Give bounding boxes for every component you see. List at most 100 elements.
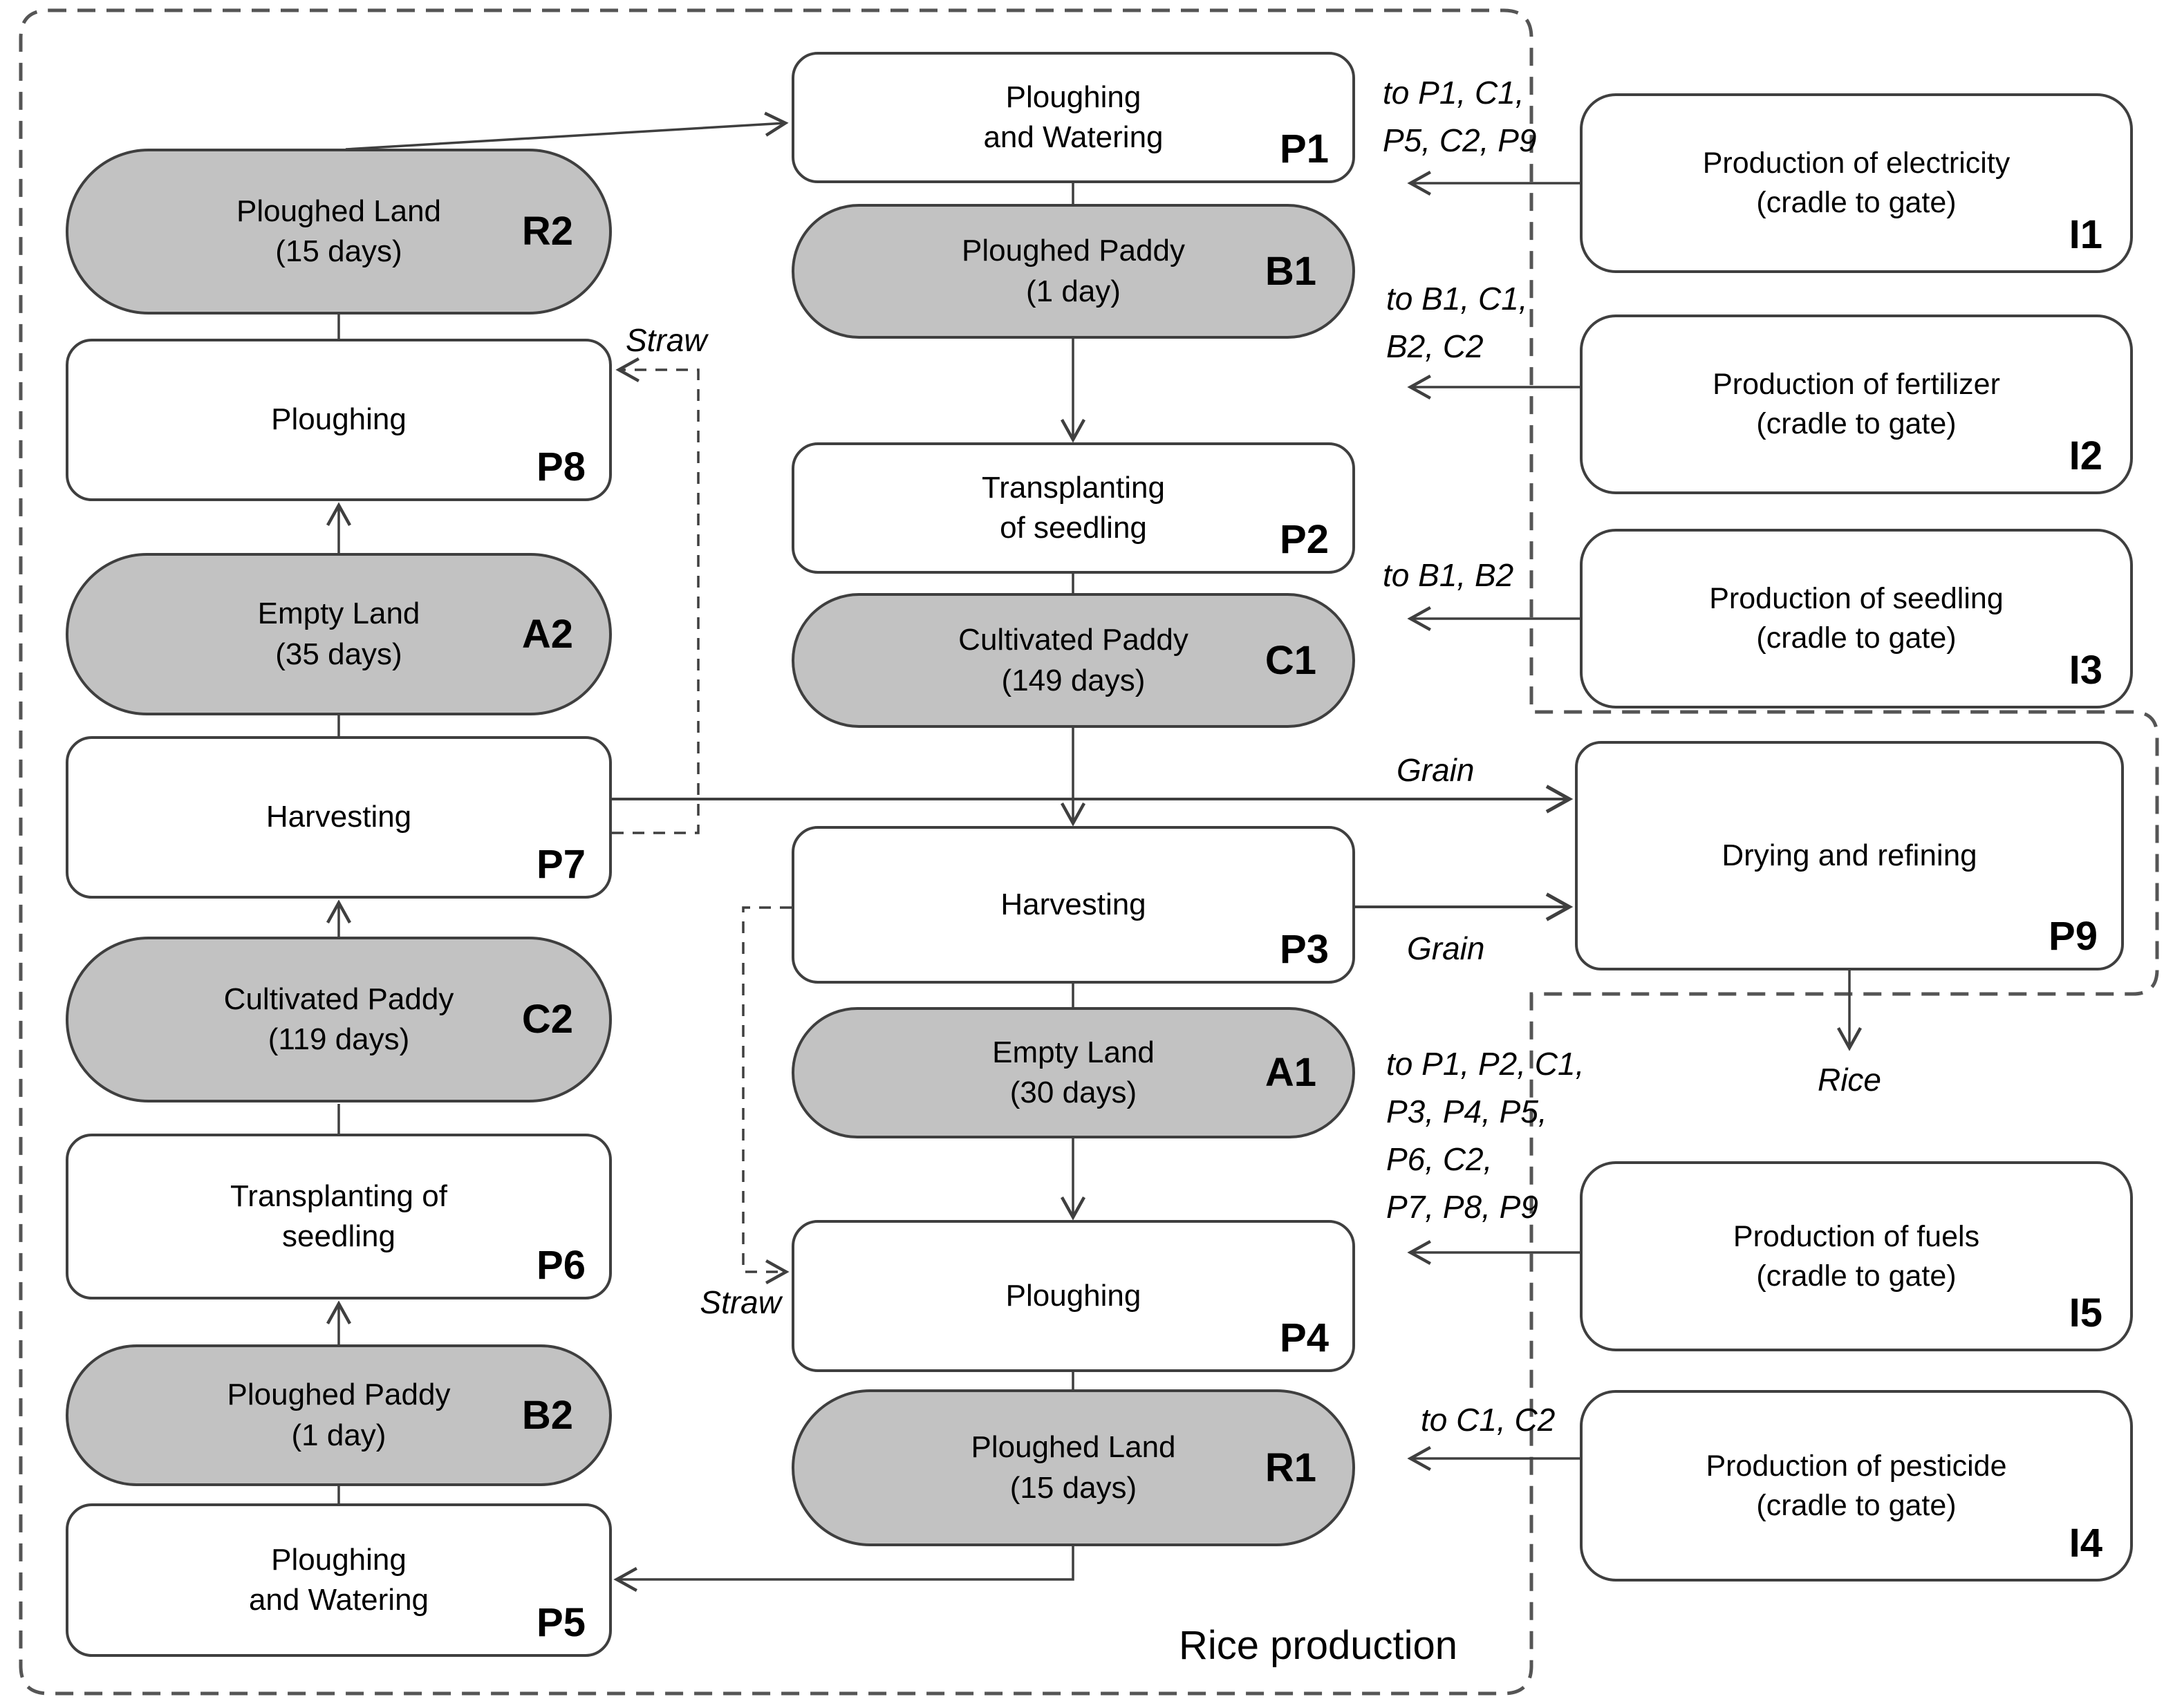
node-i5-code: I5 (2069, 1291, 2102, 1335)
arrow-r1-p5 (613, 1546, 1074, 1593)
node-c2-label: Cultivated Paddy (119 days) (224, 979, 454, 1060)
node-c2-code: C2 (521, 997, 573, 1042)
node-p4-line1: Ploughing (1005, 1278, 1141, 1313)
node-p4: Ploughing P4 (792, 1220, 1355, 1372)
node-b2-line1: Ploughed Paddy (227, 1378, 451, 1412)
node-r1: Ploughed Land (15 days) R1 (792, 1389, 1355, 1546)
node-i3-label: Production of seedling(cradle to gate) (1709, 579, 2004, 658)
node-r2-code: R2 (521, 209, 573, 254)
node-p8-line1: Ploughing (271, 402, 407, 437)
node-a2: Empty Land(35 days) A2 (66, 553, 612, 715)
node-p1-code: P1 (1280, 126, 1329, 171)
node-r2: Ploughed Land (15 days) R2 (66, 149, 612, 315)
node-p4-label: Ploughing (1006, 1276, 1141, 1316)
node-i2: Production of fertilizer (cradle to gate)… (1580, 315, 2133, 494)
node-i4-line2: (cradle to gate) (1756, 1488, 1957, 1522)
node-a1-label: Empty Land (30 days) (992, 1033, 1155, 1113)
node-c1-line2: (149 days) (1001, 663, 1146, 697)
node-a2-line1: Empty Land (257, 597, 420, 631)
arrow-straw-p3-p4 (742, 906, 792, 1285)
inputs-label-i4: to C1, C2 (1421, 1402, 1556, 1438)
node-p3-code: P3 (1280, 927, 1329, 972)
node-p9-label: Drying and refining (1722, 836, 1977, 876)
node-r1-label: Ploughed Land (15 days) (971, 1427, 1175, 1508)
node-p2-line2: of seedling (1000, 511, 1147, 545)
node-b2-code: B2 (521, 1392, 573, 1438)
node-a1-line2: (30 days) (1009, 1076, 1137, 1109)
node-i4: Production of pesticide(cradle to gate) … (1580, 1390, 2133, 1582)
node-p5-line2: and Watering (248, 1583, 429, 1617)
node-p8: Ploughing P8 (66, 339, 612, 501)
node-c1-label: Cultivated Paddy (149 days) (958, 620, 1188, 700)
node-c1-line1: Cultivated Paddy (958, 623, 1188, 657)
inputs-label-i2: to B1, C1, B2, C2 (1386, 281, 1528, 364)
node-i2-code: I2 (2069, 433, 2102, 478)
node-b2: Ploughed Paddy (1 day) B2 (66, 1344, 612, 1486)
node-i1-code: I1 (2069, 212, 2102, 257)
node-r2-label: Ploughed Land (15 days) (236, 191, 441, 272)
node-p6: Transplanting of seedling P6 (66, 1134, 612, 1299)
node-a2-label: Empty Land(35 days) (258, 594, 420, 674)
node-i3: Production of seedling(cradle to gate) I… (1580, 529, 2133, 708)
node-i1-line2: (cradle to gate) (1756, 186, 1957, 219)
node-a2-code: A2 (521, 611, 573, 657)
node-r2-line1: Ploughed Land (236, 194, 442, 228)
node-p6-code: P6 (537, 1243, 586, 1288)
node-c2: Cultivated Paddy (119 days) C2 (66, 937, 612, 1102)
node-b1-code: B1 (1265, 248, 1316, 294)
node-p3: Harvesting P3 (792, 826, 1355, 984)
node-b1: Ploughed Paddy(1 day) B1 (792, 204, 1355, 339)
node-p8-code: P8 (537, 444, 586, 489)
node-i5: Production of fuels(cradle to gate) I5 (1580, 1161, 2133, 1351)
node-p6-label: Transplanting of seedling (230, 1176, 447, 1257)
node-i5-line1: Production of fuels (1733, 1219, 1980, 1253)
node-p1-label: Ploughing and Watering (983, 77, 1163, 158)
straw-label-p4: Straw (700, 1284, 781, 1320)
node-i2-line2: (cradle to gate) (1756, 407, 1957, 440)
node-a1-line1: Empty Land (992, 1035, 1155, 1069)
node-i4-line1: Production of pesticide (1706, 1449, 2007, 1483)
node-c1: Cultivated Paddy (149 days) C1 (792, 593, 1355, 728)
node-i1-line1: Production of electricity (1702, 147, 2011, 180)
node-p1: Ploughing and Watering P1 (792, 52, 1355, 183)
node-b2-label: Ploughed Paddy (1 day) (227, 1375, 451, 1455)
node-p9-code: P9 (2049, 914, 2098, 959)
node-a1-code: A1 (1265, 1050, 1316, 1095)
node-i2-line1: Production of fertilizer (1713, 368, 2000, 402)
node-b2-line2: (1 day) (291, 1418, 386, 1452)
node-p6-line2: seedling (282, 1219, 395, 1253)
node-p6-line1: Transplanting of (230, 1179, 447, 1213)
node-c2-line1: Cultivated Paddy (223, 982, 454, 1016)
boundary-caption: Rice production (1179, 1623, 1457, 1668)
node-i4-label: Production of pesticide (cradle to gate) (1706, 1447, 2006, 1526)
node-i4-code: I4 (2069, 1521, 2102, 1566)
node-r1-line2: (15 days) (1009, 1470, 1137, 1505)
inputs-label-i3: to B1, B2 (1383, 557, 1514, 593)
inputs-label-i5: to P1, P2, C1, P3, P4, P5, P6, C2, P7, P… (1386, 1046, 1585, 1225)
node-p1-line2: and Watering (983, 120, 1164, 154)
node-i1: Production of electricity (cradle to gate… (1580, 93, 2133, 273)
node-p5-label: Ploughing and Watering (249, 1540, 429, 1620)
node-i5-label: Production of fuels(cradle to gate) (1733, 1217, 1979, 1296)
node-i3-code: I3 (2069, 648, 2102, 693)
straw-label-p8: Straw (626, 322, 707, 358)
rice-production-boundary (19, 8, 2159, 1696)
node-p8-label: Ploughing (271, 400, 407, 440)
rice-label: Rice (1817, 1062, 1882, 1098)
node-p5-line1: Ploughing (271, 1542, 407, 1577)
node-c2-line2: (119 days) (268, 1022, 410, 1056)
node-r2-line2: (15 days) (275, 234, 402, 268)
node-p7-line1: Harvesting (265, 800, 412, 834)
node-i2-label: Production of fertilizer (cradle to gate) (1713, 365, 2000, 444)
node-r1-line1: Ploughed Land (971, 1430, 1176, 1465)
node-p7: Harvesting P7 (66, 736, 612, 899)
node-p9-line1: Drying and refining (1722, 838, 1977, 872)
inputs-label-i1: to P1, C1, P5, C2, P9 (1383, 75, 1537, 158)
node-c1-code: C1 (1265, 637, 1316, 683)
node-a1: Empty Land (30 days) A1 (792, 1007, 1355, 1138)
node-r1-code: R1 (1265, 1445, 1316, 1490)
node-p1-line1: Ploughing (1005, 79, 1141, 114)
